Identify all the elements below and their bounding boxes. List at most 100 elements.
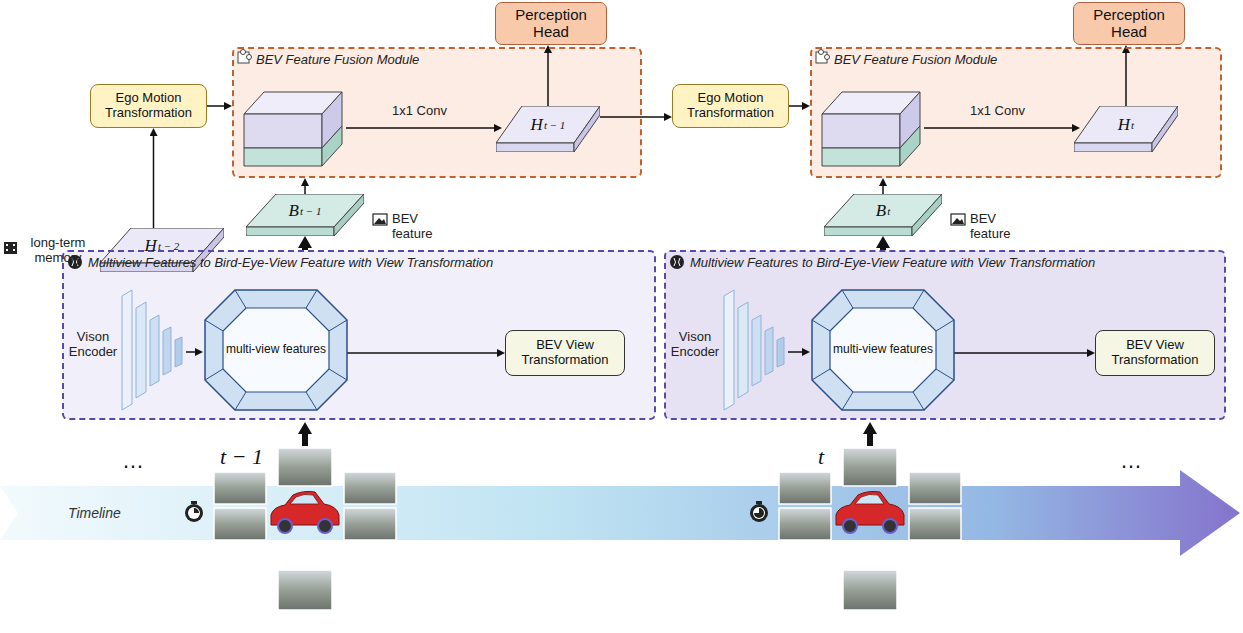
- panel-divider: [205, 320, 223, 331]
- subscript: t − 1: [544, 119, 565, 131]
- perception-head-box: Perception Head: [1073, 2, 1185, 45]
- connector: [547, 53, 549, 106]
- slab-face: [574, 106, 600, 152]
- region-fill: [233, 48, 641, 177]
- region-title: BEV Feature Fusion Module: [834, 52, 997, 67]
- panel-divider: [842, 392, 853, 410]
- slab-face: [824, 227, 912, 236]
- time-label: t − 1: [220, 444, 263, 469]
- module-region: Multiview Features to Bird-Eye-View Feat…: [664, 250, 1226, 420]
- annotation-label: BEV feature: [392, 211, 432, 241]
- connector: [882, 186, 884, 194]
- annotation-label: Vison Encoder: [671, 329, 719, 359]
- text-wrap: multi-view features: [223, 308, 329, 392]
- region-fill: [63, 251, 655, 419]
- feature-symbol: H: [1118, 115, 1130, 135]
- timeline-label: Timeline: [68, 505, 121, 521]
- octagon-outer: [812, 290, 954, 410]
- octagon-label: multi-view features: [226, 343, 326, 357]
- film-icon: [4, 242, 17, 254]
- octagon-label: multi-view features: [833, 343, 933, 357]
- feature-map: Ht: [1074, 106, 1178, 152]
- slab-face: [334, 194, 364, 236]
- feature-symbol: B: [289, 201, 299, 221]
- fused-feature-stack: [822, 92, 920, 166]
- slab-face: [1074, 143, 1152, 152]
- connector: [347, 352, 497, 354]
- encoder-illustration: [122, 290, 182, 410]
- slab-face: [246, 227, 334, 236]
- feature-symbol: H: [145, 236, 157, 256]
- octagon-inner: [830, 308, 936, 392]
- image-icon: [373, 214, 387, 225]
- text-wrap: Perception Head: [1082, 7, 1176, 40]
- annotation-label: Vison Encoder: [69, 329, 117, 359]
- feature-map: Bt: [824, 194, 942, 236]
- text-wrap: Ego Motion Transformation: [679, 91, 782, 121]
- feature-symbol: H: [531, 115, 543, 135]
- text-wrap: Ht − 1: [496, 106, 600, 143]
- process-box: Ego Motion Transformation: [672, 84, 789, 128]
- octagon-outer: [205, 290, 347, 410]
- stopwatch-icon: [185, 501, 203, 522]
- subscript: t: [887, 205, 890, 217]
- box-label: Ego Motion Transformation: [687, 90, 774, 120]
- slab-face: [1152, 106, 1178, 152]
- panel-divider: [812, 369, 830, 380]
- region-title: BEV Feature Fusion Module: [256, 52, 419, 67]
- panel-divider: [306, 290, 317, 308]
- connector: [1125, 53, 1127, 106]
- puzzle-icon: [816, 50, 830, 64]
- connector: [954, 352, 1087, 354]
- label-box: t − 1: [220, 444, 280, 469]
- fused-feature-stack: [244, 92, 342, 166]
- text-wrap: multi-view features: [830, 308, 936, 392]
- camera-frame: [779, 448, 961, 610]
- region-title: Multiview Features to Bird-Eye-View Feat…: [88, 255, 493, 270]
- region-fill: [665, 251, 1225, 419]
- ellipsis-label: …: [1120, 448, 1142, 473]
- text-wrap: Bt: [824, 194, 942, 227]
- process-box: BEV View Transformation: [1095, 330, 1215, 376]
- panel-divider: [235, 290, 246, 308]
- text-wrap: Perception Head: [504, 7, 598, 40]
- label-box: …: [1120, 448, 1160, 473]
- panel-divider: [329, 320, 347, 331]
- multi-view-octagon: multi-view features: [812, 290, 954, 410]
- perception-head-box: Perception Head: [495, 2, 607, 45]
- puzzle-icon: [238, 50, 252, 64]
- arrow-label: 1x1 Conv: [392, 103, 447, 118]
- process-box: BEV View Transformation: [505, 330, 625, 376]
- text-wrap: BEV View Transformation: [512, 338, 618, 368]
- panel-divider: [913, 392, 924, 410]
- panel-divider: [329, 369, 347, 380]
- conv-arrow: [346, 127, 494, 129]
- label-box: Timeline: [68, 505, 148, 521]
- label-box: 1x1 Conv: [970, 104, 1040, 119]
- slab-face: [912, 194, 942, 236]
- encoder-illustration: [724, 290, 784, 410]
- region-fill: [811, 48, 1221, 177]
- encoder-arrow: [186, 351, 195, 353]
- multi-view-octagon: multi-view features: [205, 290, 347, 410]
- timeline-arrow: [0, 470, 1240, 556]
- feature-map: Ht − 1: [496, 106, 600, 152]
- box-label: Perception Head: [515, 6, 587, 40]
- text-wrap: Ego Motion Transformation: [97, 91, 200, 121]
- box-label: BEV View Transformation: [522, 337, 609, 367]
- label-box: BEV feature: [970, 212, 1022, 242]
- module-region: Multiview Features to Bird-Eye-View Feat…: [62, 250, 656, 420]
- stopwatch-icon: [750, 501, 768, 522]
- text-wrap: BEV View Transformation: [1102, 338, 1208, 368]
- process-box: Ego Motion Transformation: [90, 84, 207, 128]
- box-label: Ego Motion Transformation: [105, 90, 192, 120]
- box-label: BEV View Transformation: [1112, 337, 1199, 367]
- conv-arrow: [924, 127, 1072, 129]
- label-box: t: [818, 444, 838, 469]
- annotation-label: long-term memory: [31, 235, 86, 265]
- panel-divider: [913, 290, 924, 308]
- region-title: Multiview Features to Bird-Eye-View Feat…: [690, 255, 1095, 270]
- label-box: …: [122, 448, 162, 473]
